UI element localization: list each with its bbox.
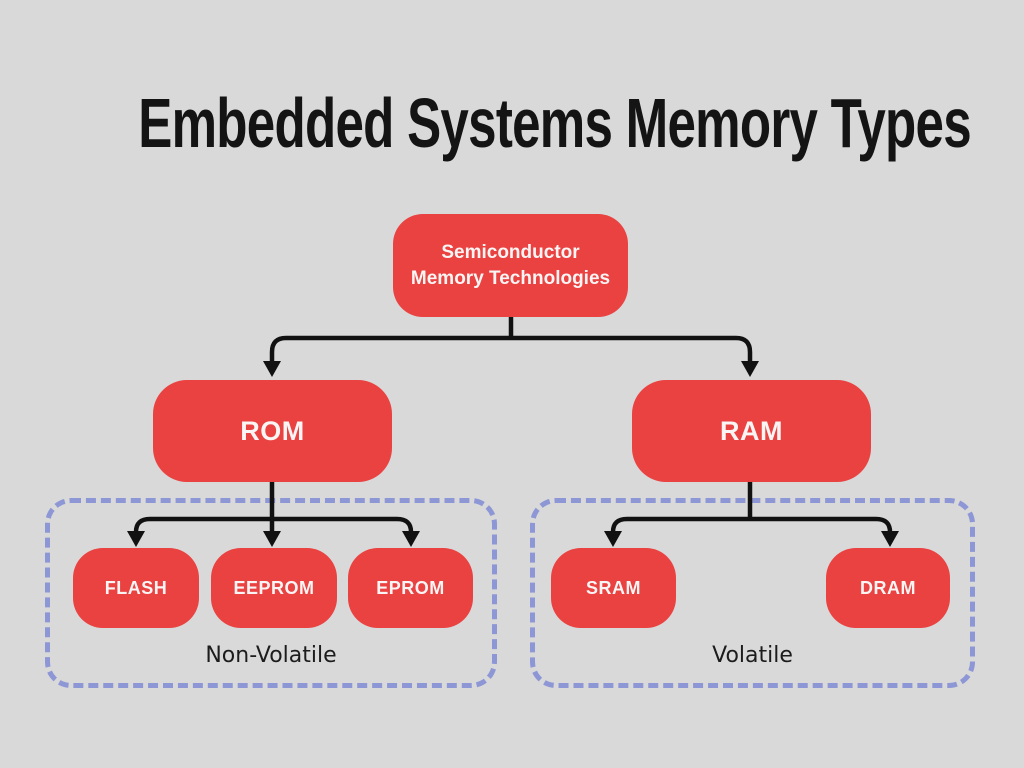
page-title: Embedded Systems Memory Types: [138, 84, 971, 162]
arrowhead-to-ram: [741, 361, 759, 377]
node-eeprom-label: EEPROM: [233, 577, 315, 598]
label-non-volatile: Non-Volatile: [205, 643, 337, 668]
connector-root-bar: [269, 335, 753, 361]
node-semiconductor-memory-technologies: Semiconductor Memory Technologies: [393, 214, 628, 317]
group-volatile: [530, 498, 975, 688]
label-volatile: Volatile: [712, 643, 793, 668]
node-eprom: EPROM: [348, 548, 473, 628]
node-flash: FLASH: [73, 548, 199, 628]
node-ram: RAM: [632, 380, 871, 482]
node-rom: ROM: [153, 380, 392, 482]
node-ram-label: RAM: [720, 415, 783, 446]
node-sram: SRAM: [551, 548, 676, 628]
node-dram-label: DRAM: [860, 577, 916, 598]
node-eprom-label: EPROM: [376, 577, 445, 598]
node-flash-label: FLASH: [104, 577, 168, 598]
node-rom-label: ROM: [240, 415, 305, 446]
node-eeprom: EEPROM: [211, 548, 337, 628]
node-label-line1: Semiconductor: [441, 241, 580, 263]
node-dram: DRAM: [826, 548, 950, 628]
node-sram-label: SRAM: [586, 577, 641, 598]
arrowhead-to-rom: [263, 361, 281, 377]
node-label-line2: Memory Technologies: [410, 267, 611, 289]
